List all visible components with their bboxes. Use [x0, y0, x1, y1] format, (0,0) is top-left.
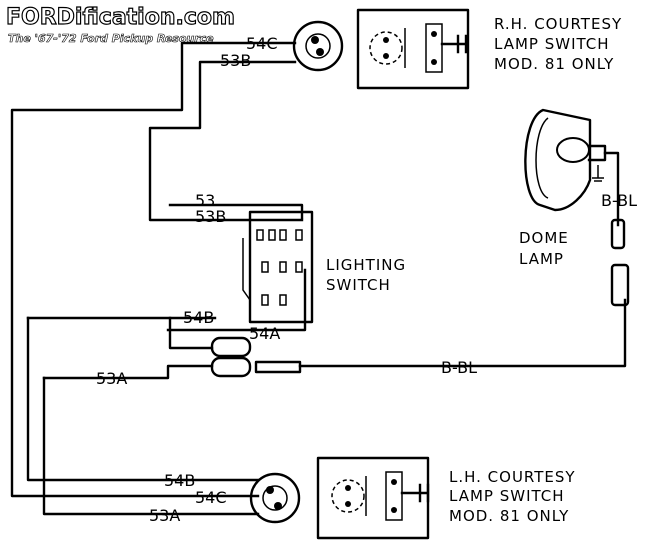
rh-switch-line2: LAMP SWITCH — [494, 35, 610, 53]
rh-switch-line3: MOD. 81 ONLY — [494, 55, 614, 73]
dome-lamp-line2: LAMP — [519, 250, 564, 268]
lh-switch-line2: LAMP SWITCH — [449, 487, 565, 505]
label-bbl-dome: B-BL — [601, 191, 637, 210]
wire-bbl-run — [298, 298, 627, 368]
wire-group — [10, 41, 627, 516]
watermark-site: FORDification.com — [6, 5, 235, 30]
lighting-switch-body — [242, 210, 314, 324]
label-54b-mid: 54B — [183, 308, 214, 327]
lighting-switch-line1: LIGHTING — [326, 256, 406, 274]
rh-switch-box — [356, 8, 470, 90]
dome-lamp-line1: DOME — [519, 229, 569, 247]
rh-switch-title: R.H. COURTESY — [494, 15, 622, 33]
lh-switch-box — [316, 456, 430, 540]
label-53a-mid: 53A — [96, 369, 127, 388]
wire-53 — [168, 203, 304, 220]
wire-54b-drop — [168, 316, 214, 350]
label-53b-mid: 53B — [195, 207, 226, 226]
label-54a: 54A — [249, 324, 280, 343]
lighting-switch-line2: SWITCH — [326, 276, 391, 294]
wire-54b-mid — [26, 316, 260, 482]
lh-connector — [249, 472, 301, 524]
label-54c-bot: 54C — [195, 488, 227, 507]
label-53a-bot: 53A — [149, 506, 180, 525]
inline-connectors — [210, 336, 302, 378]
label-54c-top: 54C — [246, 34, 278, 53]
label-53: 53 — [195, 191, 215, 210]
label-53b-top: 53B — [220, 51, 251, 70]
watermark-tagline: The '67-'72 Ford Pickup Resource — [8, 32, 214, 45]
wire-dome-lead — [603, 151, 620, 227]
wire-53a-mid — [42, 376, 260, 516]
wire-54a — [166, 268, 307, 332]
lh-switch-title: L.H. COURTESY — [449, 468, 576, 486]
rh-connector — [292, 20, 344, 72]
dome-lamp-assembly — [524, 108, 630, 307]
label-bbl-run: B-BL — [441, 358, 477, 377]
wire-53b-top — [148, 60, 304, 222]
lh-switch-line3: MOD. 81 ONLY — [449, 507, 569, 525]
wire-54c-top — [10, 41, 297, 498]
wire-53a-mid-top — [42, 364, 214, 380]
label-54b-bot: 54B — [164, 471, 195, 490]
